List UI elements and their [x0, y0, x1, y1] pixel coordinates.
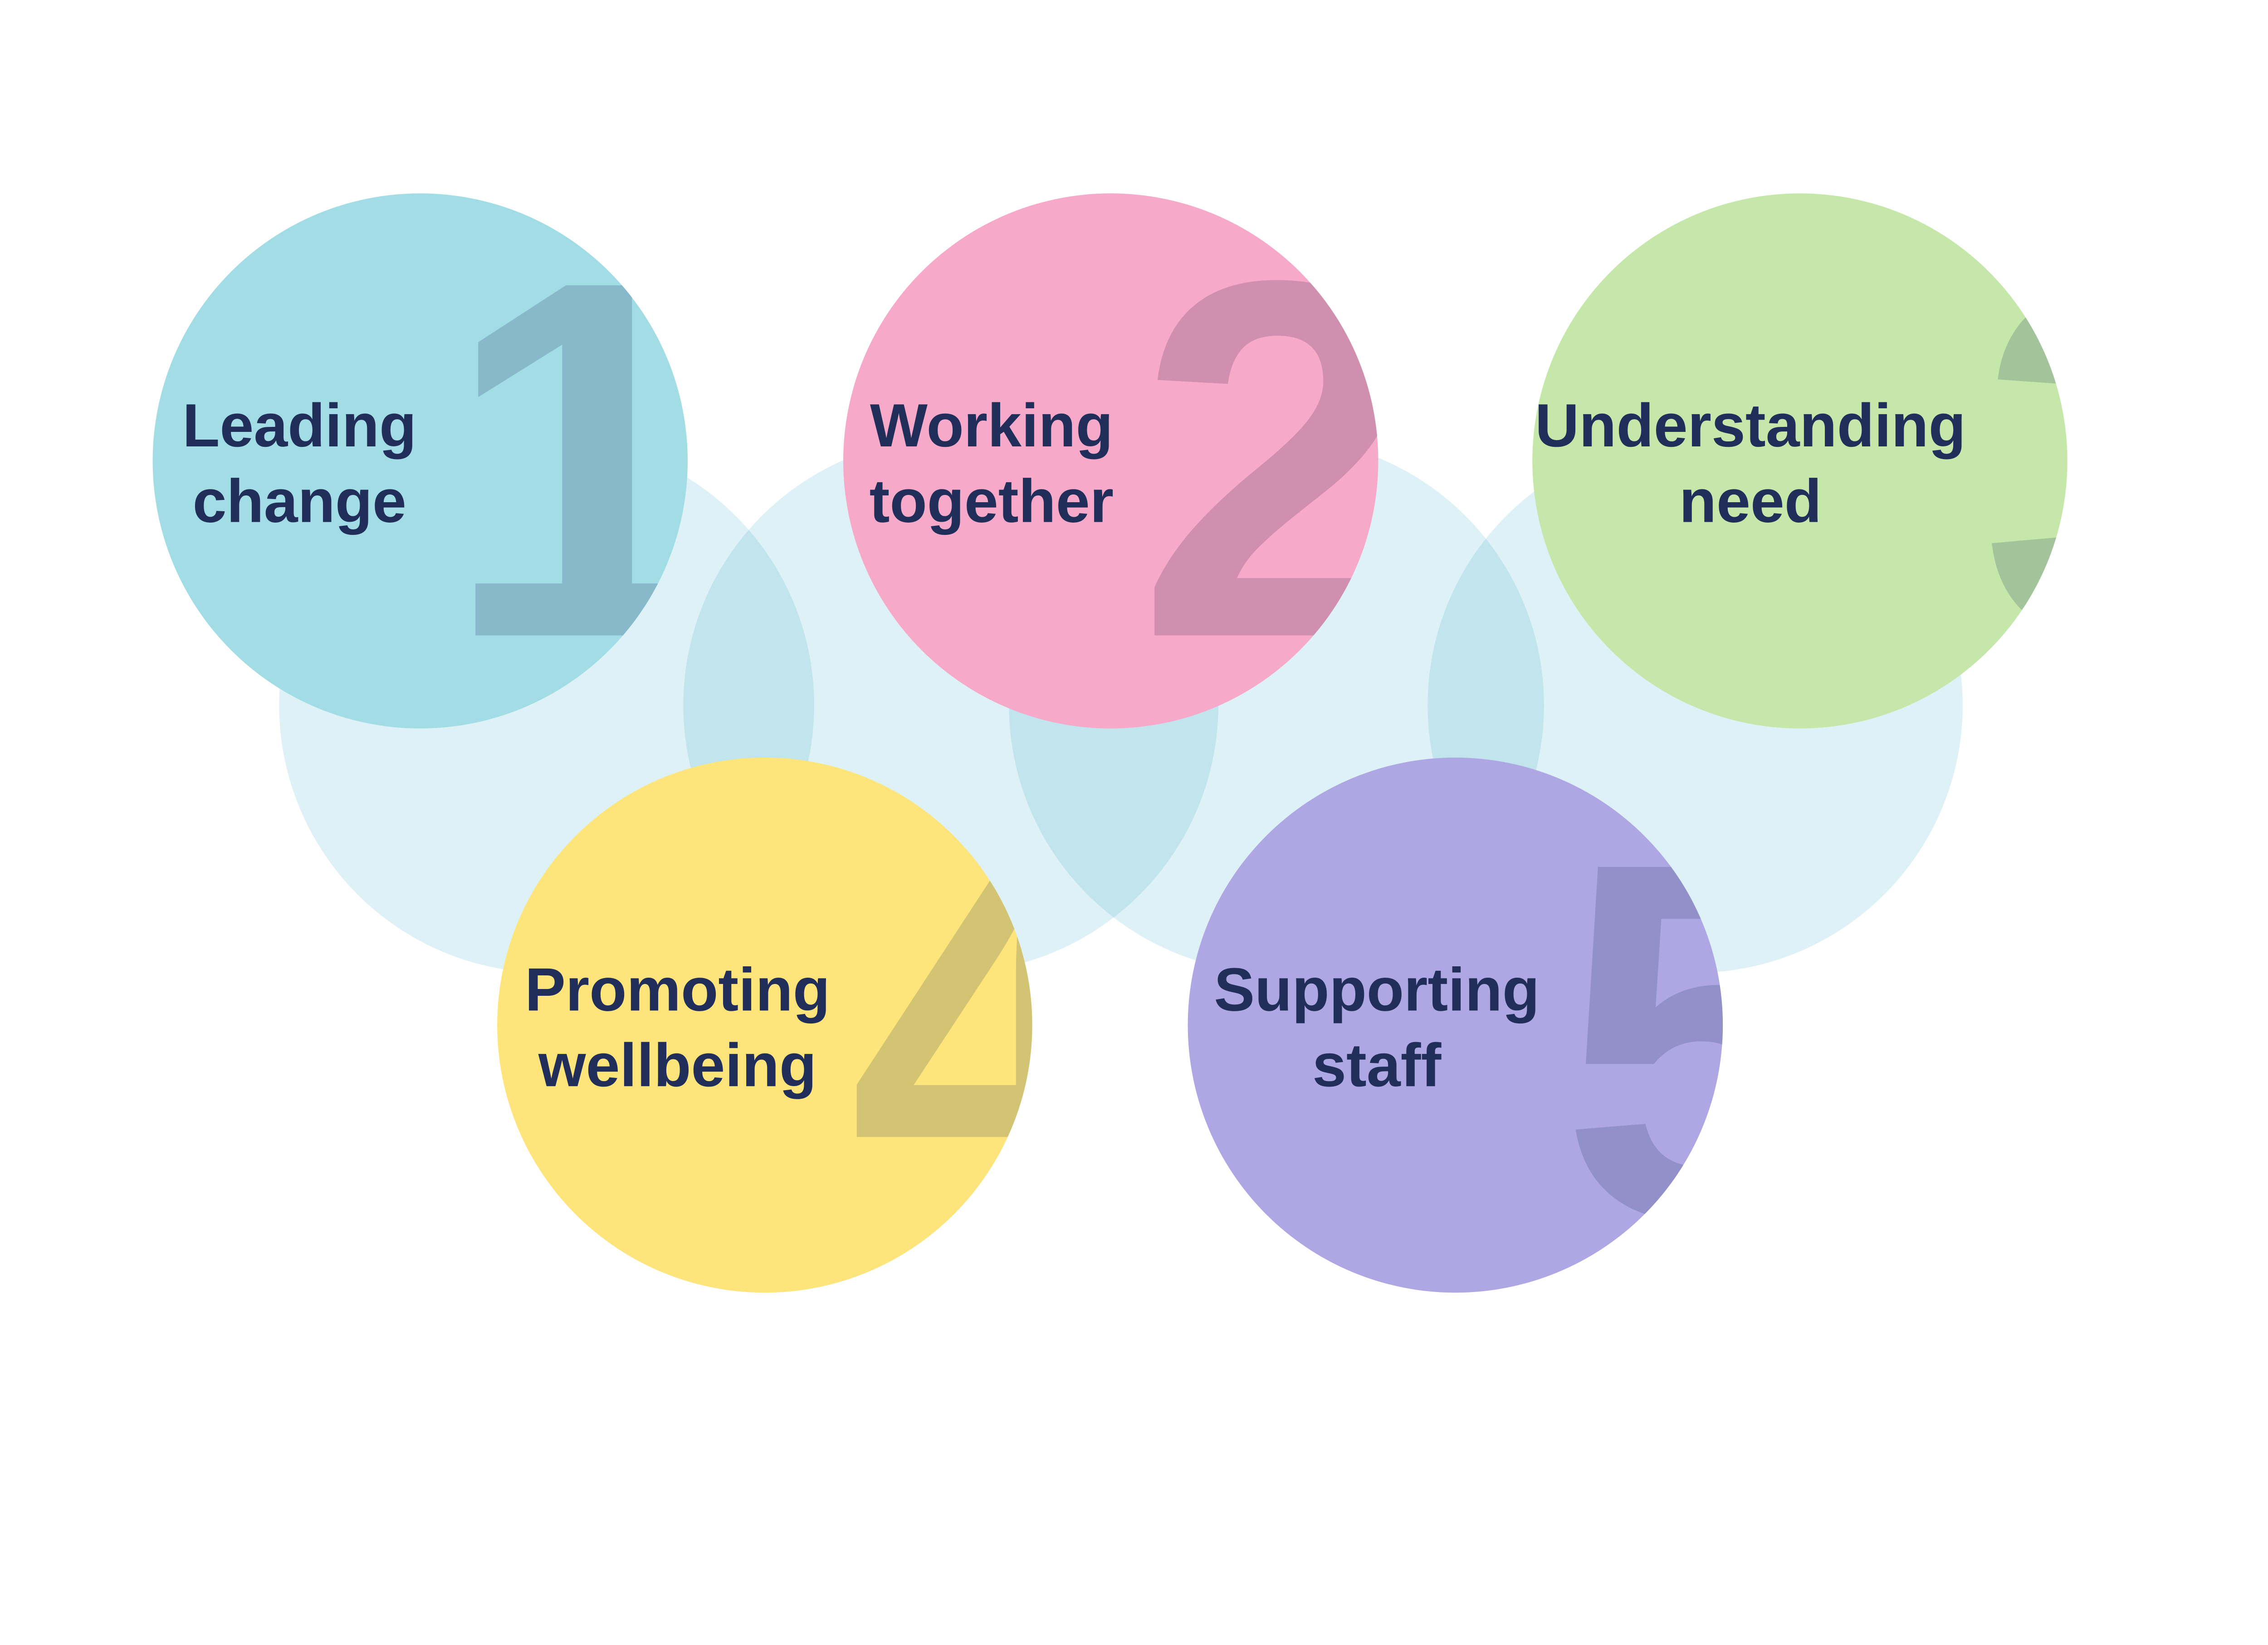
topic-label: staff	[1312, 1031, 1442, 1099]
circle-fill	[152, 193, 688, 729]
topic-label: Understanding	[1535, 391, 1966, 460]
circle-fill	[497, 757, 1032, 1293]
topic-label: Working	[870, 391, 1113, 460]
topic-label: Promoting	[525, 955, 830, 1024]
topic-label: wellbeing	[538, 1031, 816, 1099]
topic-label: Leading	[182, 391, 416, 460]
topic-label: need	[1679, 467, 1822, 535]
circle-fill	[843, 193, 1378, 729]
circle-fill	[1188, 757, 1723, 1293]
step-numeral: 3	[1980, 177, 2263, 746]
topic-label: together	[870, 467, 1114, 535]
topic-label: Supporting	[1214, 955, 1540, 1024]
circle-fill	[1532, 193, 2068, 729]
topic-label: change	[193, 467, 406, 535]
